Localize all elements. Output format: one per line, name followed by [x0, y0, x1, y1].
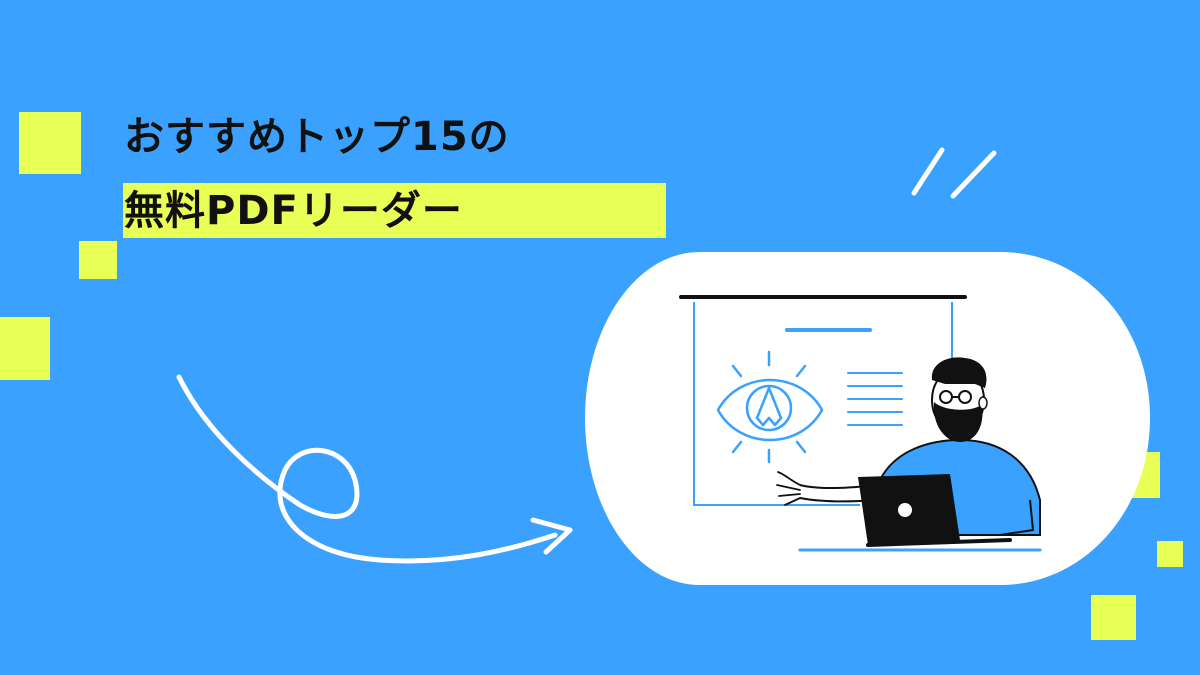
sparkle-lines: [911, 147, 997, 199]
whiteboard: [679, 295, 967, 506]
curly-arrow-icon: [176, 374, 573, 564]
yellow-square: [1157, 541, 1183, 567]
yellow-square: [19, 112, 81, 174]
laptop-icon: [858, 474, 1012, 547]
eye-pencil-icon: [716, 350, 824, 464]
yellow-square: [1091, 595, 1136, 640]
title-line-1: おすすめトップ15の: [124, 114, 510, 160]
yellow-square: [0, 317, 50, 380]
title-highlight: [123, 183, 666, 238]
yellow-square: [79, 241, 117, 279]
title-line-2: 無料PDFリーダー: [124, 188, 463, 234]
